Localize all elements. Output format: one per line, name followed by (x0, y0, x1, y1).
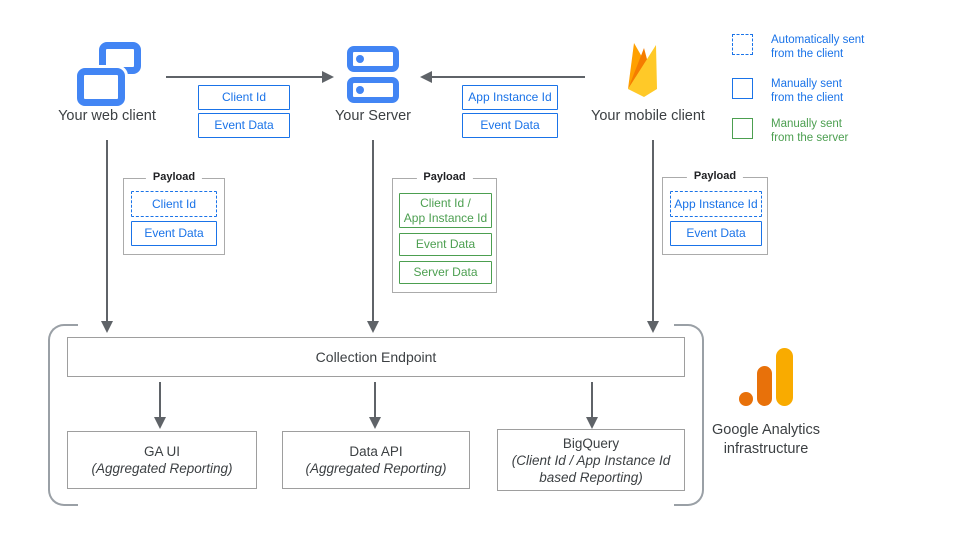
server-label: Your Server (334, 108, 412, 124)
tag-event-data: Event Data (198, 113, 290, 138)
arrowhead-down-icon (154, 417, 166, 429)
arrow-mobile-to-endpoint (652, 140, 654, 321)
payload-tag-event-data: Event Data (670, 221, 762, 246)
ga-infrastructure-label: Google Analytics infrastructure (666, 421, 866, 459)
legend-line: Automatically sent (771, 34, 865, 46)
arrowhead-left-icon (420, 71, 432, 83)
arrowhead-down-icon (369, 417, 381, 429)
legend-line: from the client (771, 92, 844, 104)
tag-client-id: Client Id (198, 85, 290, 110)
server-unit-top (347, 46, 399, 72)
google-analytics-logo-bar-tall (776, 348, 793, 406)
legend-label: Manually sent from the client (771, 77, 843, 105)
bigquery-box: BigQuery (Client Id / App Instance Id ba… (497, 429, 685, 491)
legend-swatch-solid-blue (732, 78, 753, 99)
server-unit-bottom (347, 77, 399, 103)
tag-line: App Instance Id (403, 210, 488, 225)
payload-tag-client-id: Client Id (131, 191, 217, 217)
tag-event-data: Event Data (462, 113, 558, 138)
legend-line: Manually sent (771, 78, 842, 90)
tag-line: Client Id / (420, 195, 471, 210)
service-subtitle: (Client Id / App Instance Id based Repor… (511, 452, 671, 485)
window-front-shape (77, 68, 125, 106)
service-title: BigQuery (562, 435, 620, 451)
payload-tag-app-instance-id: App Instance Id (670, 191, 762, 217)
payload-tag-event-data: Event Data (131, 221, 217, 246)
payload-tag-client-or-app-id: Client Id / App Instance Id (399, 193, 492, 228)
brand-line: Google Analytics (711, 422, 820, 438)
payload-title: Payload (416, 171, 473, 183)
google-analytics-logo-dot (739, 392, 753, 406)
arrow-web-to-server (166, 76, 322, 78)
data-api-box: Data API (Aggregated Reporting) (282, 431, 470, 489)
web-client-icon (77, 42, 141, 106)
legend-swatch-solid-green (732, 118, 753, 139)
bracket-right (674, 324, 704, 506)
payload-server: Payload Client Id / App Instance Id Even… (392, 171, 497, 293)
brand-line: infrastructure (723, 441, 809, 457)
mobile-client-label: Your mobile client (591, 108, 705, 124)
server-icon (347, 46, 399, 104)
arrowhead-down-icon (367, 321, 379, 333)
arrowhead-down-icon (586, 417, 598, 429)
tag-app-instance-id: App Instance Id (462, 85, 558, 110)
google-analytics-logo-bar-mid (757, 366, 772, 406)
arrow-endpoint-to-ga-ui (159, 382, 161, 417)
service-subtitle: (Aggregated Reporting) (305, 461, 447, 476)
legend-line: Manually sent (771, 118, 842, 130)
arrowhead-right-icon (322, 71, 334, 83)
server-led-icon (356, 55, 364, 63)
arrow-mobile-to-server (432, 76, 585, 78)
web-client-label: Your web client (58, 108, 156, 124)
payload-tag-server-data: Server Data (399, 261, 492, 284)
payload-web: Payload Client Id Event Data (123, 171, 225, 255)
arrow-web-to-endpoint (106, 140, 108, 321)
arrowhead-down-icon (101, 321, 113, 333)
legend-label: Automatically sent from the client (771, 33, 864, 61)
arrow-endpoint-to-data-api (374, 382, 376, 417)
collection-endpoint-box: Collection Endpoint (67, 337, 685, 377)
arrowhead-down-icon (647, 321, 659, 333)
legend-line: from the server (771, 132, 849, 144)
firebase-flame-icon (628, 43, 657, 97)
payload-title: Payload (686, 170, 744, 182)
server-led-icon (356, 86, 364, 94)
arrow-server-to-endpoint (372, 140, 374, 321)
service-title: GA UI (143, 444, 180, 459)
arrow-endpoint-to-bigquery (591, 382, 593, 417)
bracket-left (48, 324, 78, 506)
legend-line: from the client (771, 48, 844, 60)
service-title: Data API (349, 444, 403, 459)
ga-ui-box: GA UI (Aggregated Reporting) (67, 431, 257, 489)
service-subtitle: (Aggregated Reporting) (91, 461, 233, 476)
payload-title: Payload (145, 171, 203, 183)
legend-label: Manually sent from the server (771, 117, 848, 145)
payload-mobile: Payload App Instance Id Event Data (662, 170, 768, 255)
payload-tag-event-data: Event Data (399, 233, 492, 256)
legend-swatch-dashed-blue (732, 34, 753, 55)
